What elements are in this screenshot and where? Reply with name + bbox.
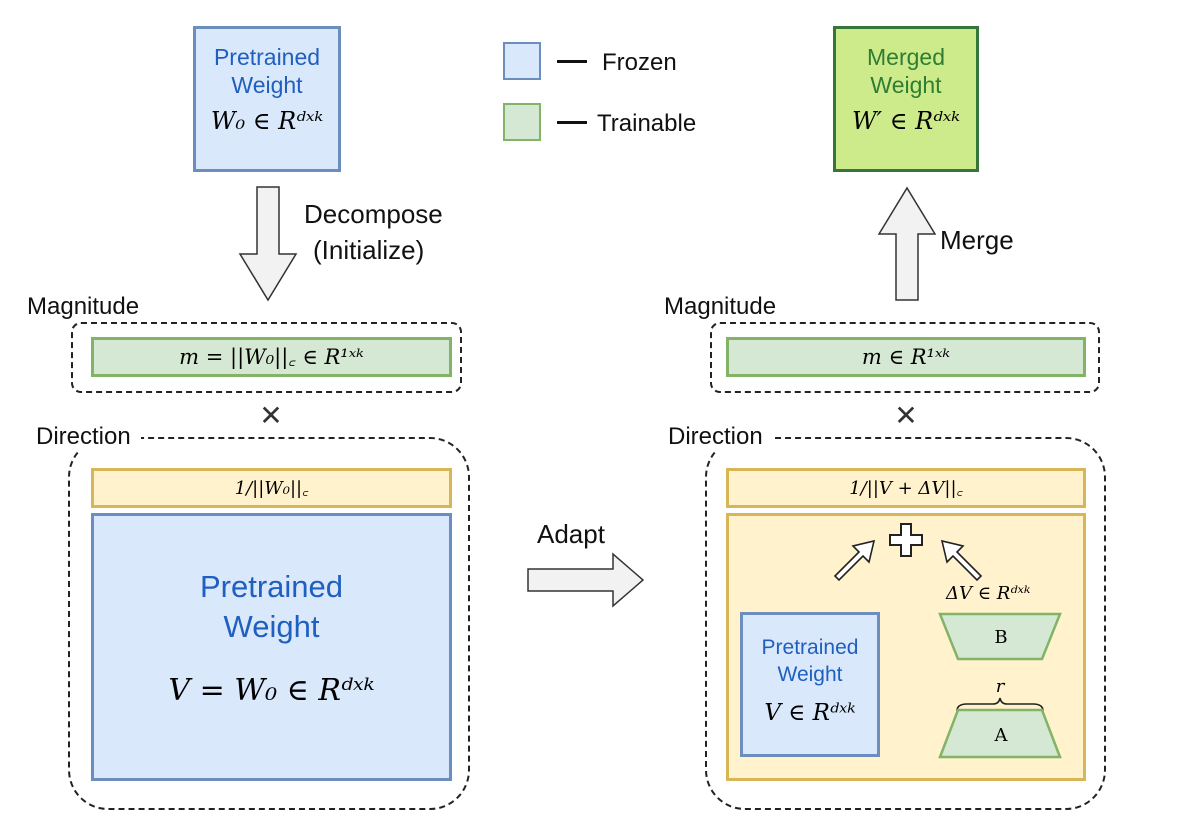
right-weight-formula: V ∈ Rᵈˣᵏ	[764, 699, 856, 726]
initialize-label: (Initialize)	[313, 235, 425, 265]
plus-icon	[889, 523, 923, 557]
right-norm-bar: 1/||V + ΔV||꜀	[726, 468, 1086, 508]
left-norm-formula: 1/||W₀||꜀	[234, 478, 309, 499]
pretrained-weight-box: Pretrained Weight W₀ ∈ Rᵈˣᵏ	[193, 26, 341, 172]
right-magnitude-formula: m ∈ R¹ˣᵏ	[861, 345, 951, 369]
merged-weight-box: Merged Weight W′ ∈ Rᵈˣᵏ	[833, 26, 979, 172]
right-norm-formula: 1/||V + ΔV||꜀	[849, 478, 963, 499]
legend-frozen-label: Frozen	[602, 49, 677, 76]
merged-weight-title-line2: Weight	[870, 72, 942, 98]
left-direction-container	[68, 437, 470, 810]
pretrained-weight-title-line2: Weight	[231, 72, 303, 98]
left-weight-title-line1: Pretrained	[199, 568, 344, 604]
right-times-icon: ✕	[894, 399, 918, 431]
left-pretrained-weight-box: Pretrained Weight V = W₀ ∈ Rᵈˣᵏ	[91, 513, 452, 781]
left-direction-label: Direction	[36, 423, 141, 451]
right-magnitude-label: Magnitude	[664, 293, 777, 320]
rank-r-label: r	[995, 675, 1005, 697]
left-weight-title-line2: Weight	[223, 608, 320, 644]
adapt-label: Adapt	[537, 519, 605, 549]
matrix-a-shape	[938, 708, 1062, 759]
legend-frozen-dash	[557, 60, 587, 63]
pretrained-weight-title-line1: Pretrained	[213, 44, 321, 70]
delta-v-formula: ΔV ∈ Rᵈˣᵏ	[946, 583, 1031, 604]
merge-label: Merge	[940, 225, 1014, 255]
left-weight-formula: V = W₀ ∈ Rᵈˣᵏ	[168, 672, 375, 708]
right-weight-title-line2: Weight	[777, 662, 843, 686]
decompose-label: Decompose	[304, 199, 443, 229]
right-direction-container	[705, 437, 1106, 810]
matrix-a-label: A	[994, 724, 1008, 746]
right-direction-label: Direction	[668, 423, 773, 451]
legend-trainable-label: Trainable	[597, 110, 697, 137]
arrow-up-left-icon	[940, 539, 983, 582]
merged-weight-formula: W′ ∈ Rᵈˣᵏ	[851, 107, 961, 135]
merged-weight-title-line1: Merged	[867, 44, 945, 70]
right-magnitude-vector: m ∈ R¹ˣᵏ	[726, 337, 1086, 377]
adapt-arrow-icon	[527, 552, 645, 608]
left-magnitude-vector: m = ||W₀||꜀ ∈ R¹ˣᵏ	[91, 337, 452, 377]
legend-trainable-swatch	[503, 103, 541, 141]
rank-brace-icon	[956, 697, 1044, 712]
left-times-icon: ✕	[259, 399, 283, 431]
pretrained-weight-formula: W₀ ∈ Rᵈˣᵏ	[210, 107, 324, 135]
matrix-b-shape	[938, 612, 1062, 661]
arrow-up-right-icon	[833, 539, 876, 582]
left-magnitude-container	[71, 322, 462, 393]
right-pretrained-weight-box: Pretrained Weight V ∈ Rᵈˣᵏ	[740, 612, 880, 757]
left-norm-bar: 1/||W₀||꜀	[91, 468, 452, 508]
decompose-arrow-icon	[238, 186, 298, 302]
legend-frozen-swatch	[503, 42, 541, 80]
left-magnitude-label: Magnitude	[27, 293, 140, 320]
legend-trainable-dash	[557, 121, 587, 124]
matrix-b-label: B	[994, 626, 1008, 648]
left-magnitude-formula: m = ||W₀||꜀ ∈ R¹ˣᵏ	[179, 345, 364, 369]
merge-arrow-icon	[877, 186, 937, 301]
right-magnitude-container	[710, 322, 1100, 393]
right-weight-title-line1: Pretrained	[761, 635, 859, 659]
